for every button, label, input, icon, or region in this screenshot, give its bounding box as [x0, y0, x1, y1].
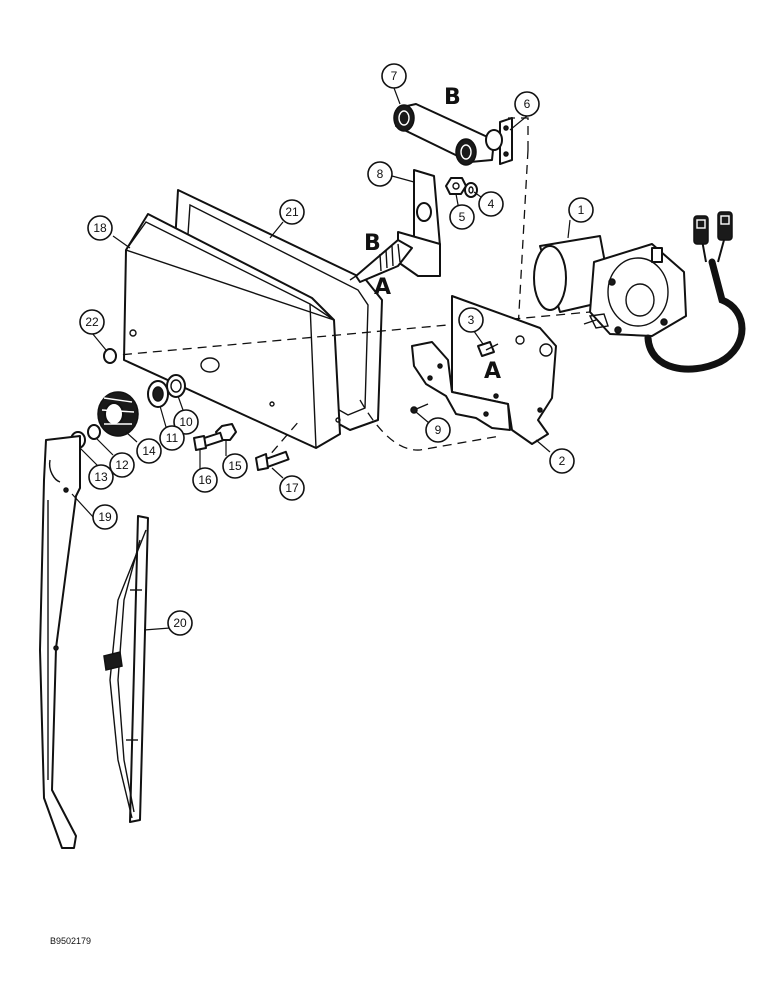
- svg-text:13: 13: [94, 470, 108, 484]
- svg-text:15: 15: [228, 459, 242, 473]
- wiper-arm: [39, 435, 81, 849]
- callout-9: 9: [425, 417, 451, 443]
- svg-text:4: 4: [488, 197, 495, 211]
- bolt-17: [255, 450, 290, 471]
- callout-2: 2: [549, 448, 575, 474]
- wiper-shaft: [349, 239, 413, 283]
- nut-11: [147, 380, 169, 408]
- svg-text:9: 9: [435, 423, 442, 437]
- svg-text:8: 8: [377, 167, 384, 181]
- callout-14: 14: [136, 438, 162, 464]
- callout-12: 12: [109, 452, 135, 478]
- callout-1: 1: [568, 197, 594, 223]
- link-arm: [393, 103, 495, 166]
- svg-text:16: 16: [198, 473, 212, 487]
- connector-right: [717, 211, 733, 241]
- screw-9: [410, 403, 429, 414]
- svg-text:6: 6: [524, 97, 531, 111]
- wiper-motor: [533, 235, 687, 337]
- callout-6: 6: [514, 91, 540, 117]
- letter-b-lower: B: [364, 231, 381, 256]
- svg-text:1: 1: [578, 203, 585, 217]
- svg-text:18: 18: [93, 221, 107, 235]
- bolt-3: [477, 341, 499, 357]
- callout-21: 21: [279, 199, 305, 225]
- nut-5: [445, 177, 467, 195]
- svg-text:19: 19: [98, 510, 112, 524]
- alignment-lines: [107, 117, 591, 465]
- washer-10: [166, 374, 186, 398]
- plug-22: [103, 348, 117, 364]
- svg-text:10: 10: [179, 415, 193, 429]
- svg-text:11: 11: [166, 431, 179, 445]
- wiper-blade: [103, 515, 149, 823]
- svg-text:22: 22: [85, 315, 99, 329]
- callout-3: 3: [458, 307, 484, 333]
- connector-left: [693, 215, 709, 245]
- link-arm-bushing-left: [393, 104, 415, 132]
- callout-18: 18: [87, 215, 113, 241]
- figure-id: B9502179: [50, 936, 91, 946]
- svg-text:5: 5: [459, 210, 466, 224]
- svg-text:21: 21: [285, 205, 299, 219]
- svg-text:7: 7: [391, 69, 398, 83]
- link-arm-bushing-right: [455, 138, 477, 166]
- callout-7: 7: [381, 63, 407, 89]
- callout-8: 8: [367, 161, 393, 187]
- callout-22: 22: [79, 309, 105, 335]
- callout-19: 19: [92, 504, 118, 530]
- callout-4: 4: [478, 191, 504, 217]
- crank-pivot: [485, 117, 513, 165]
- svg-text:2: 2: [559, 454, 566, 468]
- svg-text:12: 12: [115, 458, 129, 472]
- washer-12: [87, 424, 101, 440]
- callout-10: 10: [173, 409, 199, 435]
- washer-4: [464, 182, 478, 198]
- callout-11: 11: [159, 425, 185, 451]
- callout-15: 15: [222, 453, 248, 479]
- wiring-harness: [644, 211, 746, 373]
- svg-text:14: 14: [142, 444, 156, 458]
- cover: [123, 213, 341, 449]
- bolt-16: [193, 431, 224, 451]
- callout-17: 17: [279, 475, 305, 501]
- letter-a-upper: A: [374, 275, 391, 300]
- svg-text:3: 3: [468, 313, 475, 327]
- callout-5: 5: [449, 204, 475, 230]
- svg-text:17: 17: [285, 481, 299, 495]
- cap-14: [97, 391, 139, 437]
- pivot-plate: [349, 169, 441, 283]
- callout-20: 20: [167, 610, 193, 636]
- svg-text:20: 20: [173, 616, 187, 630]
- callout-16: 16: [192, 467, 218, 493]
- callout-13: 13: [88, 464, 114, 490]
- letter-b-upper: B: [444, 85, 461, 110]
- mounting-bracket: [411, 295, 557, 445]
- letter-a-lower: A: [484, 359, 501, 384]
- leader-lines: [71, 87, 571, 631]
